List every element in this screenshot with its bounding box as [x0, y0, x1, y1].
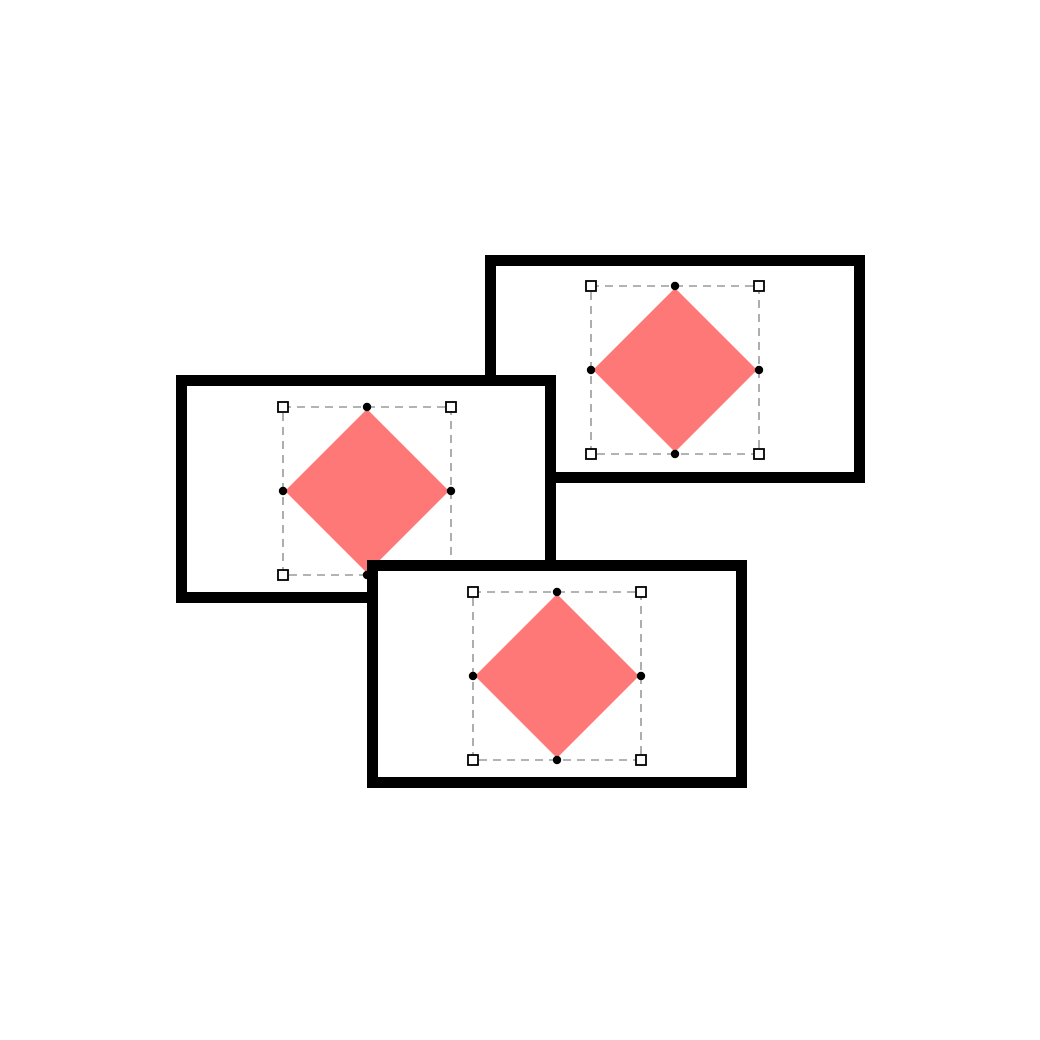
corner-resize-handle[interactable] — [445, 401, 457, 413]
frame-bottom-center[interactable] — [367, 560, 747, 788]
anchor-point[interactable] — [754, 365, 764, 375]
corner-resize-handle[interactable] — [635, 586, 647, 598]
anchor-point[interactable] — [446, 486, 456, 496]
anchor-point[interactable] — [670, 281, 680, 291]
corner-resize-handle[interactable] — [753, 448, 765, 460]
corner-resize-handle[interactable] — [467, 754, 479, 766]
corner-resize-handle[interactable] — [467, 586, 479, 598]
diamond-shape[interactable] — [593, 288, 757, 452]
corner-resize-handle[interactable] — [585, 280, 597, 292]
frame-top-right-contents — [585, 280, 765, 460]
diamond-shape[interactable] — [475, 594, 639, 758]
anchor-point[interactable] — [362, 402, 372, 412]
anchor-point[interactable] — [670, 449, 680, 459]
anchor-point[interactable] — [586, 365, 596, 375]
anchor-point[interactable] — [278, 486, 288, 496]
anchor-point[interactable] — [636, 671, 646, 681]
anchor-point[interactable] — [468, 671, 478, 681]
corner-resize-handle[interactable] — [277, 401, 289, 413]
corner-resize-handle[interactable] — [585, 448, 597, 460]
corner-resize-handle[interactable] — [635, 754, 647, 766]
diamond-shape[interactable] — [285, 409, 449, 573]
frame-bottom-center-contents — [467, 586, 647, 766]
corner-resize-handle[interactable] — [753, 280, 765, 292]
anchor-point[interactable] — [552, 755, 562, 765]
corner-resize-handle[interactable] — [277, 569, 289, 581]
anchor-point[interactable] — [552, 587, 562, 597]
